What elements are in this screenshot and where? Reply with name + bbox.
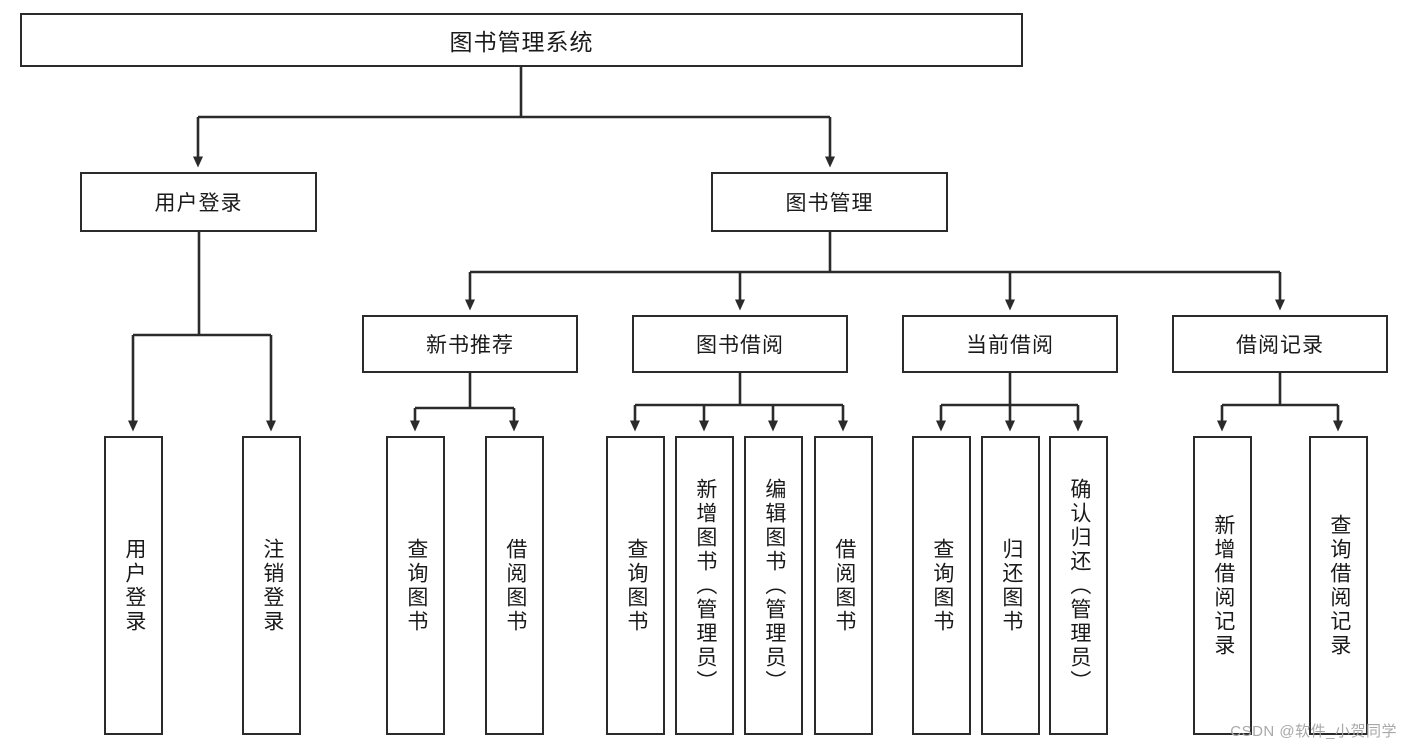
node-label: 新增借阅记录	[1211, 513, 1235, 658]
leaf-current-borrow-return-book[interactable]: 归还图书	[981, 436, 1040, 735]
node-label: 新增图书（管理员）	[693, 477, 717, 694]
leaf-book-borrow-query-book[interactable]: 查询图书	[606, 436, 665, 735]
node-book-management[interactable]: 图书管理	[711, 172, 948, 232]
leaf-new-book-borrow-book[interactable]: 借阅图书	[485, 436, 544, 735]
leaf-current-borrow-confirm-return-admin[interactable]: 确认归还（管理员）	[1049, 436, 1108, 735]
node-label: 编辑图书（管理员）	[762, 477, 786, 694]
node-label: 新书推荐	[426, 334, 514, 357]
leaf-current-borrow-query-book[interactable]: 查询图书	[912, 436, 971, 735]
node-current-borrow[interactable]: 当前借阅	[902, 315, 1118, 373]
leaf-new-book-query-book[interactable]: 查询图书	[386, 436, 445, 735]
node-book-borrow[interactable]: 图书借阅	[632, 315, 848, 373]
node-label: 归还图书	[999, 537, 1023, 634]
leaf-borrow-records-query-record[interactable]: 查询借阅记录	[1309, 436, 1368, 735]
node-label: 借阅图书	[832, 537, 856, 634]
node-label: 查询图书	[930, 537, 954, 634]
node-label: 查询借阅记录	[1327, 513, 1351, 658]
leaf-book-borrow-edit-book-admin[interactable]: 编辑图书（管理员）	[744, 436, 803, 735]
node-root-book-management-system[interactable]: 图书管理系统	[20, 13, 1023, 67]
leaf-book-borrow-add-book-admin[interactable]: 新增图书（管理员）	[675, 436, 734, 735]
leaf-user-login-logout[interactable]: 注销登录	[242, 436, 301, 735]
watermark: CSDN @软件_小贺同学	[1230, 723, 1397, 740]
node-new-book-recommend[interactable]: 新书推荐	[362, 315, 578, 373]
node-label: 查询图书	[624, 537, 648, 634]
node-user-login[interactable]: 用户登录	[80, 172, 317, 232]
node-label: 借阅记录	[1236, 334, 1324, 357]
node-label: 用户登录	[154, 192, 243, 215]
leaf-borrow-records-add-record[interactable]: 新增借阅记录	[1193, 436, 1252, 735]
node-label: 借阅图书	[503, 537, 527, 634]
node-label: 查询图书	[404, 537, 428, 634]
node-label: 当前借阅	[966, 334, 1054, 357]
node-label: 注销登录	[260, 537, 284, 634]
node-label: 图书借阅	[696, 334, 784, 357]
leaf-book-borrow-borrow-book[interactable]: 借阅图书	[814, 436, 873, 735]
node-label: 图书管理系统	[449, 29, 594, 55]
node-label: 确认归还（管理员）	[1067, 477, 1091, 694]
node-borrow-records[interactable]: 借阅记录	[1172, 315, 1388, 373]
node-label: 用户登录	[122, 537, 146, 634]
leaf-user-login-login[interactable]: 用户登录	[104, 436, 163, 735]
node-label: 图书管理	[785, 192, 874, 215]
